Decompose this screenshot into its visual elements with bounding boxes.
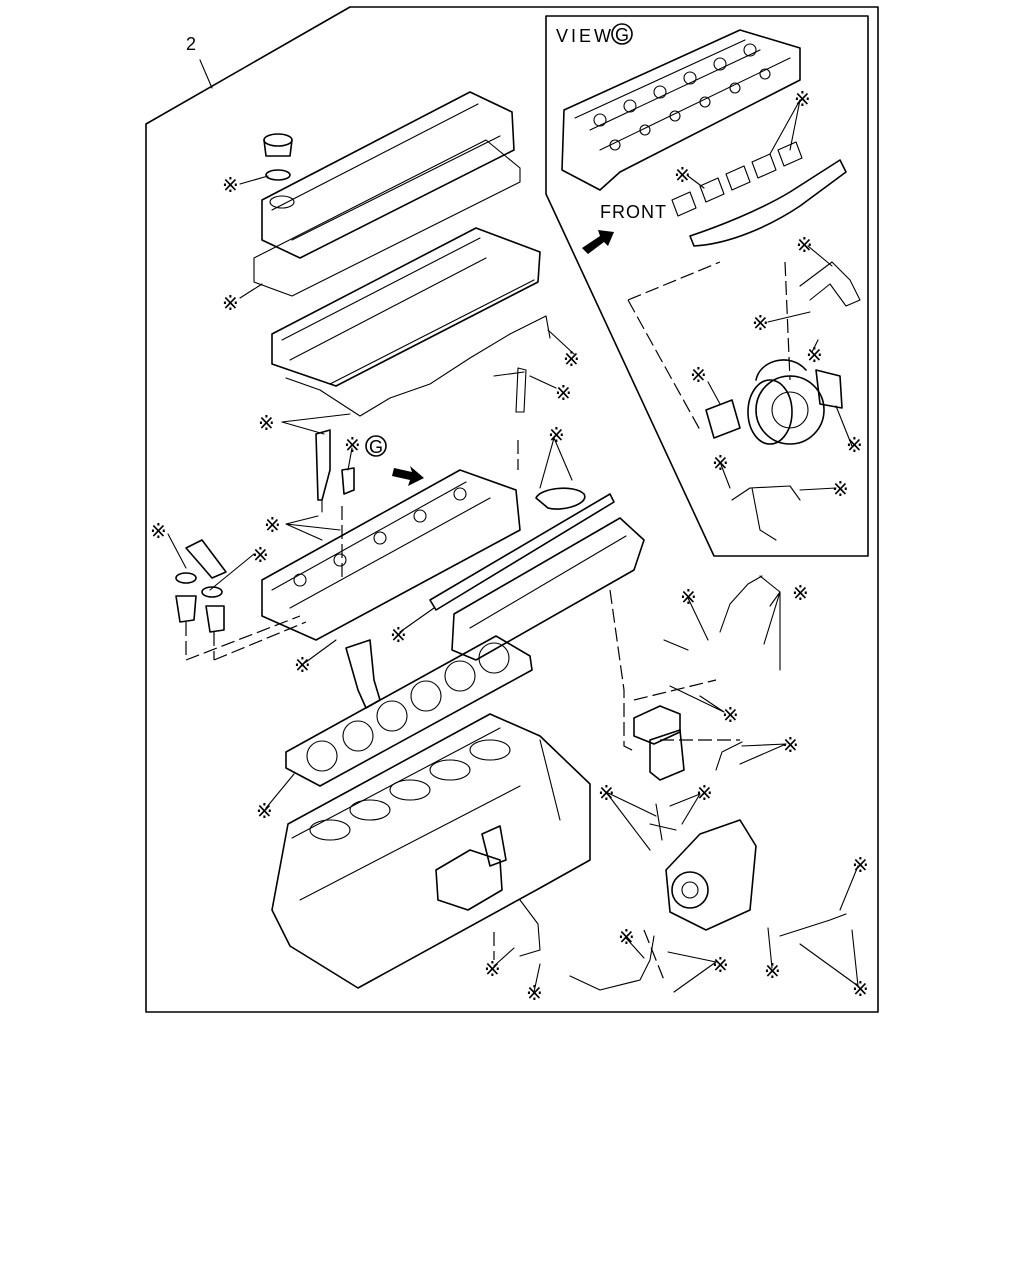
turbo-gasket-right <box>815 369 843 409</box>
callout-symbol: ※ <box>792 581 809 605</box>
main-dash-leaders <box>185 440 740 981</box>
callout-symbol: ※ <box>526 981 543 1005</box>
callout-symbol: ※ <box>852 977 869 1001</box>
callout-symbol: ※ <box>696 781 713 805</box>
fuel-leak-off-pipe <box>285 315 551 417</box>
callout-symbol: ※ <box>484 957 501 981</box>
callout-symbol: ※ <box>258 411 275 435</box>
injector-pipe <box>515 367 527 413</box>
oil-pipe <box>519 899 541 957</box>
callout-symbol: ※ <box>764 959 781 983</box>
fuel-supply-pump <box>435 825 507 911</box>
inset-dash-leader <box>627 261 791 431</box>
inset-cylinder-head <box>561 29 801 191</box>
fuel-filter <box>633 705 685 781</box>
thermostat-gasket <box>175 572 197 584</box>
callout-symbol: ※ <box>252 543 269 567</box>
view-letter: G <box>615 25 629 45</box>
callout-symbol: ※ <box>832 477 849 501</box>
high-pressure-pump <box>665 819 757 931</box>
view-g-inset: VIEW G FRONT <box>545 15 869 557</box>
callout-symbol: ※ <box>674 163 691 187</box>
inset-exhaust-manifold <box>689 159 847 247</box>
intake-manifold-gasket <box>429 493 615 611</box>
callout-symbol: ※ <box>712 451 729 475</box>
callout-symbol: ※ <box>563 347 580 371</box>
item-number: 2 <box>186 34 196 54</box>
callout-symbol: ※ <box>712 953 729 977</box>
callout-symbol: ※ <box>680 585 697 609</box>
callout-symbol: ※ <box>752 311 769 335</box>
thermostat-1 <box>175 595 197 623</box>
callout-symbol: ※ <box>555 381 572 405</box>
callout-symbol: ※ <box>806 343 823 367</box>
hp-fuel-pipe <box>569 913 847 991</box>
callout-symbol: ※ <box>390 623 407 647</box>
fuel-return-pipe <box>663 575 763 651</box>
front-label: FRONT <box>600 202 667 222</box>
rocker-cover-gasket <box>253 139 521 297</box>
view-g-marker-text: G <box>369 437 383 457</box>
view-g-arrow <box>392 466 424 486</box>
callout-symbol: ※ <box>222 291 239 315</box>
rocker-housing <box>271 227 541 387</box>
diagram-frame <box>145 6 879 1013</box>
callout-symbol: ※ <box>294 653 311 677</box>
injector <box>315 429 331 513</box>
cylinder-head-gasket <box>285 635 533 787</box>
turbocharger <box>747 359 825 445</box>
view-label: VIEW <box>556 26 614 46</box>
callout-symbol: ※ <box>690 363 707 387</box>
thermostat-gasket-2 <box>201 586 223 598</box>
thermostat-2 <box>205 605 225 633</box>
fuel-feed-pipe <box>649 741 743 841</box>
cylinder-head <box>261 469 521 641</box>
cylinder-block <box>271 713 591 989</box>
callout-symbol: ※ <box>852 853 869 877</box>
callout-symbol: ※ <box>794 87 811 111</box>
water-outlet <box>345 639 381 709</box>
turbo-oil-pipe <box>799 261 861 307</box>
callout-symbol: ※ <box>264 513 281 537</box>
item-number-leader <box>199 59 213 89</box>
callout-symbol: ※ <box>256 799 273 823</box>
front-arrow <box>582 230 614 254</box>
turbo-gasket-left <box>705 399 741 439</box>
callout-symbol: ※ <box>598 781 615 805</box>
rocker-cover <box>261 91 515 259</box>
thermostat-housing <box>185 539 227 579</box>
callout-symbol: ※ <box>846 433 863 457</box>
inset-exhaust-gaskets <box>671 141 803 217</box>
callout-symbol: ※ <box>150 519 167 543</box>
callout-symbol: ※ <box>222 173 239 197</box>
intake-manifold <box>451 517 645 661</box>
injector-sleeve <box>341 467 355 495</box>
callout-symbol: ※ <box>618 925 635 949</box>
callout-markers: ※ ※ ※ ※ ※ ※ ※ ※ ※ ※ ※ ※ ※ ※ ※ ※ ※ ※ ※ ※ … <box>150 87 869 1005</box>
callout-symbol: ※ <box>548 423 565 447</box>
oil-filler-cap <box>263 133 293 181</box>
callout-symbol: ※ <box>722 703 739 727</box>
callout-leaders <box>167 99 859 993</box>
view-g-marker <box>365 435 387 457</box>
thermostat-dash <box>185 622 215 660</box>
turbo-drain-pipe <box>731 485 801 541</box>
callout-symbol: ※ <box>796 233 813 257</box>
callout-symbol: ※ <box>344 433 361 457</box>
intake-gasket-ring <box>535 487 586 510</box>
callout-symbol: ※ <box>782 733 799 757</box>
